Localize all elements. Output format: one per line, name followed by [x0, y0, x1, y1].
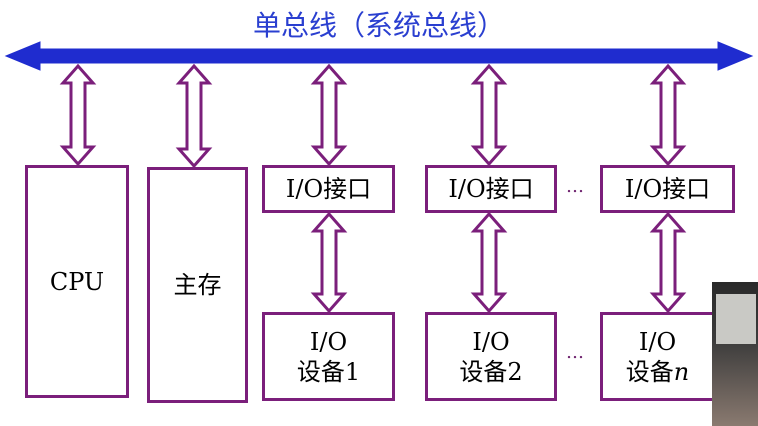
cpu-bus-arrow	[59, 63, 97, 167]
io-interface-label: I/O接口	[448, 175, 534, 203]
interface2-bus-arrow	[470, 63, 508, 167]
io-device-2: I/O 设备2	[425, 312, 557, 401]
interface-ellipsis: …	[566, 176, 586, 197]
device-type-label: I/O	[472, 327, 510, 356]
memory-bus-arrow	[175, 63, 213, 169]
io-interface-n: I/O接口	[600, 165, 735, 213]
io-interface-label: I/O接口	[285, 175, 372, 203]
device-name-label: 设备1	[296, 357, 361, 386]
io-device-1: I/O 设备1	[262, 312, 395, 401]
io-interface-2: I/O接口	[425, 165, 557, 213]
device-type-label: I/O	[638, 327, 677, 356]
interface1-bus-arrow	[310, 63, 348, 167]
device-ellipsis: …	[566, 342, 586, 363]
interfacen-bus-arrow	[649, 63, 687, 167]
device-name-label: 设备n	[625, 357, 690, 386]
system-bus-arrow	[4, 41, 754, 71]
presenter-video-light	[716, 294, 756, 344]
main-memory-box: 主存	[147, 167, 248, 403]
connection-arrows	[59, 63, 687, 314]
io-interface-label: I/O接口	[624, 175, 711, 203]
interface1-device-arrow	[310, 211, 348, 314]
device-name-label: 设备2	[459, 357, 523, 386]
interface2-device-arrow	[470, 211, 508, 314]
bus-title: 单总线（系统总线）	[252, 9, 505, 42]
cpu-box: CPU	[25, 165, 129, 398]
device-type-label: I/O	[309, 327, 348, 356]
io-device-n: I/O 设备n	[600, 312, 715, 401]
cpu-label: CPU	[49, 267, 105, 296]
main-memory-label: 主存	[173, 271, 222, 299]
interfacen-device-arrow	[649, 211, 687, 314]
io-interface-1: I/O接口	[262, 165, 395, 213]
